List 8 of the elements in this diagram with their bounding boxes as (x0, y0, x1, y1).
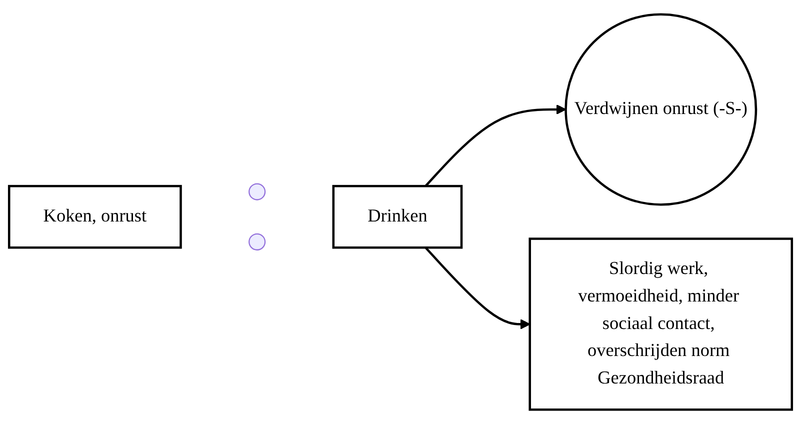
node-box: Koken, onrust (8, 184, 182, 249)
node-box: Drinken (332, 184, 463, 249)
node-circle (248, 183, 266, 200)
node-circle (248, 233, 266, 250)
arrow (424, 246, 530, 330)
node-box: Slordig werk, vermoeidheid, minder sociaal contact, overschrijden norm Gezondheidsraad (528, 238, 794, 411)
arrow (424, 104, 566, 187)
node-circle: Verdwijnen onrust (-S-) (564, 13, 758, 206)
